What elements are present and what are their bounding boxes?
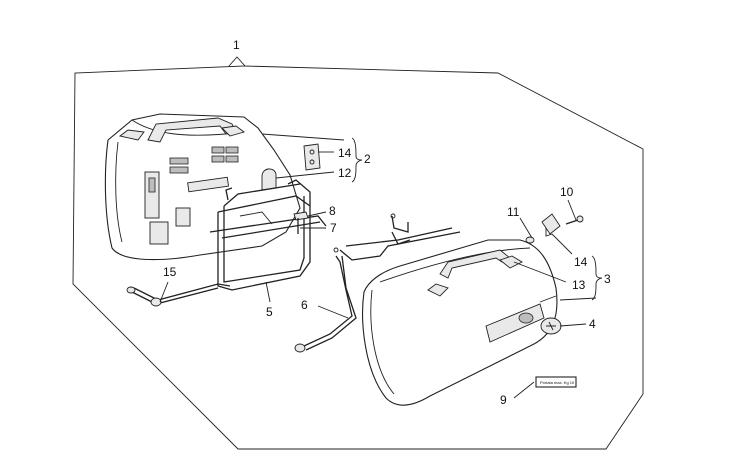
left-frame-5 <box>209 179 327 291</box>
cap-4 <box>540 317 562 335</box>
bracket-14-right <box>541 213 561 237</box>
callout-5: 5 <box>266 305 273 319</box>
kit-outline <box>72 56 644 450</box>
bracket-14-upper <box>303 143 321 171</box>
load-tag-text: Portata max. Kg 10 <box>540 380 575 385</box>
callout-3: 3 <box>604 272 611 286</box>
callout-8: 8 <box>329 204 336 218</box>
left-pannier-case <box>104 113 301 261</box>
screw-8 <box>293 211 309 221</box>
callout-9: 9 <box>500 393 507 407</box>
callout-11: 11 <box>507 205 520 219</box>
screw-10 <box>565 215 584 225</box>
callout-10: 10 <box>560 185 574 199</box>
callout-15: 15 <box>163 265 177 279</box>
right-frame-6 <box>294 213 461 353</box>
clip-12 <box>261 168 277 191</box>
callout-12: 12 <box>338 166 352 180</box>
rod-15 <box>126 283 231 307</box>
callout-13: 13 <box>572 278 586 292</box>
callout-2: 2 <box>364 152 371 166</box>
washer-11 <box>525 236 535 244</box>
callout-6: 6 <box>301 298 308 312</box>
leader-lines <box>159 133 603 399</box>
load-tag-9: Portata max. Kg 10 <box>535 376 577 388</box>
callout-1: 1 <box>233 38 240 52</box>
callout-14-right: 14 <box>574 255 588 269</box>
callout-4: 4 <box>589 317 596 331</box>
right-pannier-case <box>362 239 558 406</box>
callout-7: 7 <box>330 221 337 235</box>
callout-14-upper: 14 <box>338 146 352 160</box>
